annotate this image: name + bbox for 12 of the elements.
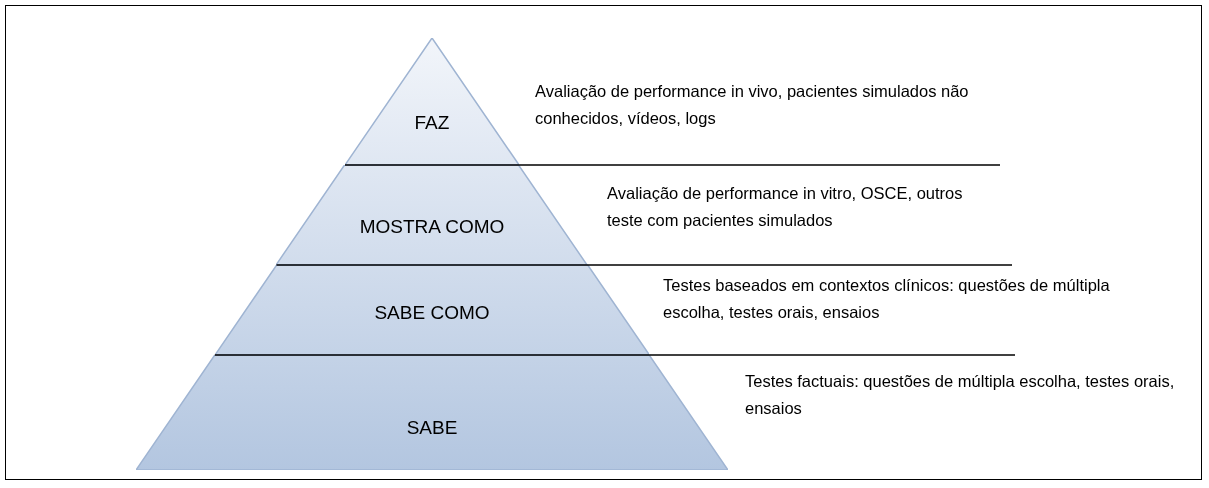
pyramid-apex [344,38,519,165]
description-text: Testes baseados em contextos clínicos: questões de múltipla escolha, testes orais, ensaios [663,275,1111,323]
tier-label: FAZ [414,112,450,134]
description-text: Avaliação de performance in vivo, pacientes simulados não conhecidos, vídeos, logs [535,81,970,129]
pyramid-tier [214,265,650,355]
tier-label: SABE COMO [374,302,490,324]
pyramid-tier [136,355,728,470]
tier-label: SABE [406,417,458,439]
description-text: Testes factuais: questões de múltipla escolha, testes orais, ensaios [745,371,1176,419]
pyramid-tier [276,165,588,265]
tier-label: MOSTRA COMO [359,216,505,238]
description-text: Avaliação de performance in vitro, OSCE, outros teste com pacientes simulados [607,183,964,231]
